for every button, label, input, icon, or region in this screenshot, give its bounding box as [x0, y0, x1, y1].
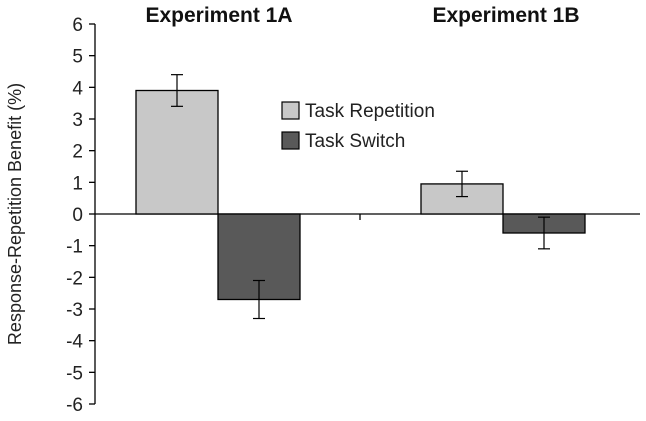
y-tick-label: 5 — [72, 47, 83, 68]
bar-task-repetition-1a — [135, 89, 219, 215]
bars — [135, 89, 586, 301]
y-tick-label: 1 — [72, 173, 83, 194]
legend-swatch — [281, 101, 300, 120]
y-tick-label: -5 — [66, 363, 83, 384]
y-tick-label: -4 — [66, 332, 83, 353]
error-bar — [538, 216, 550, 250]
category-label: Experiment 1A — [145, 4, 292, 27]
y-tick-label: 3 — [72, 110, 83, 131]
group-titles: Experiment 1A Experiment 1B — [145, 4, 579, 27]
legend-label: Task Switch — [305, 131, 405, 152]
error-bars — [171, 74, 550, 320]
y-tick-label: -2 — [66, 268, 83, 289]
category-label: Experiment 1B — [432, 4, 579, 27]
y-tick-label: 4 — [72, 78, 83, 99]
y-tick-label: -3 — [66, 300, 83, 321]
error-bar — [253, 279, 265, 320]
y-tick-label: 0 — [72, 205, 83, 226]
y-tick-label: 6 — [72, 15, 83, 36]
y-tick-label: -6 — [66, 395, 83, 416]
y-axis-title: Response-Repetition Benefit (%) — [5, 83, 25, 345]
legend-swatch — [281, 131, 300, 150]
legend-label: Task Repetition — [305, 101, 435, 122]
y-tick-label: -1 — [66, 237, 83, 258]
error-bar — [171, 74, 183, 107]
error-bar — [456, 170, 468, 198]
y-tick-label: 2 — [72, 142, 83, 163]
